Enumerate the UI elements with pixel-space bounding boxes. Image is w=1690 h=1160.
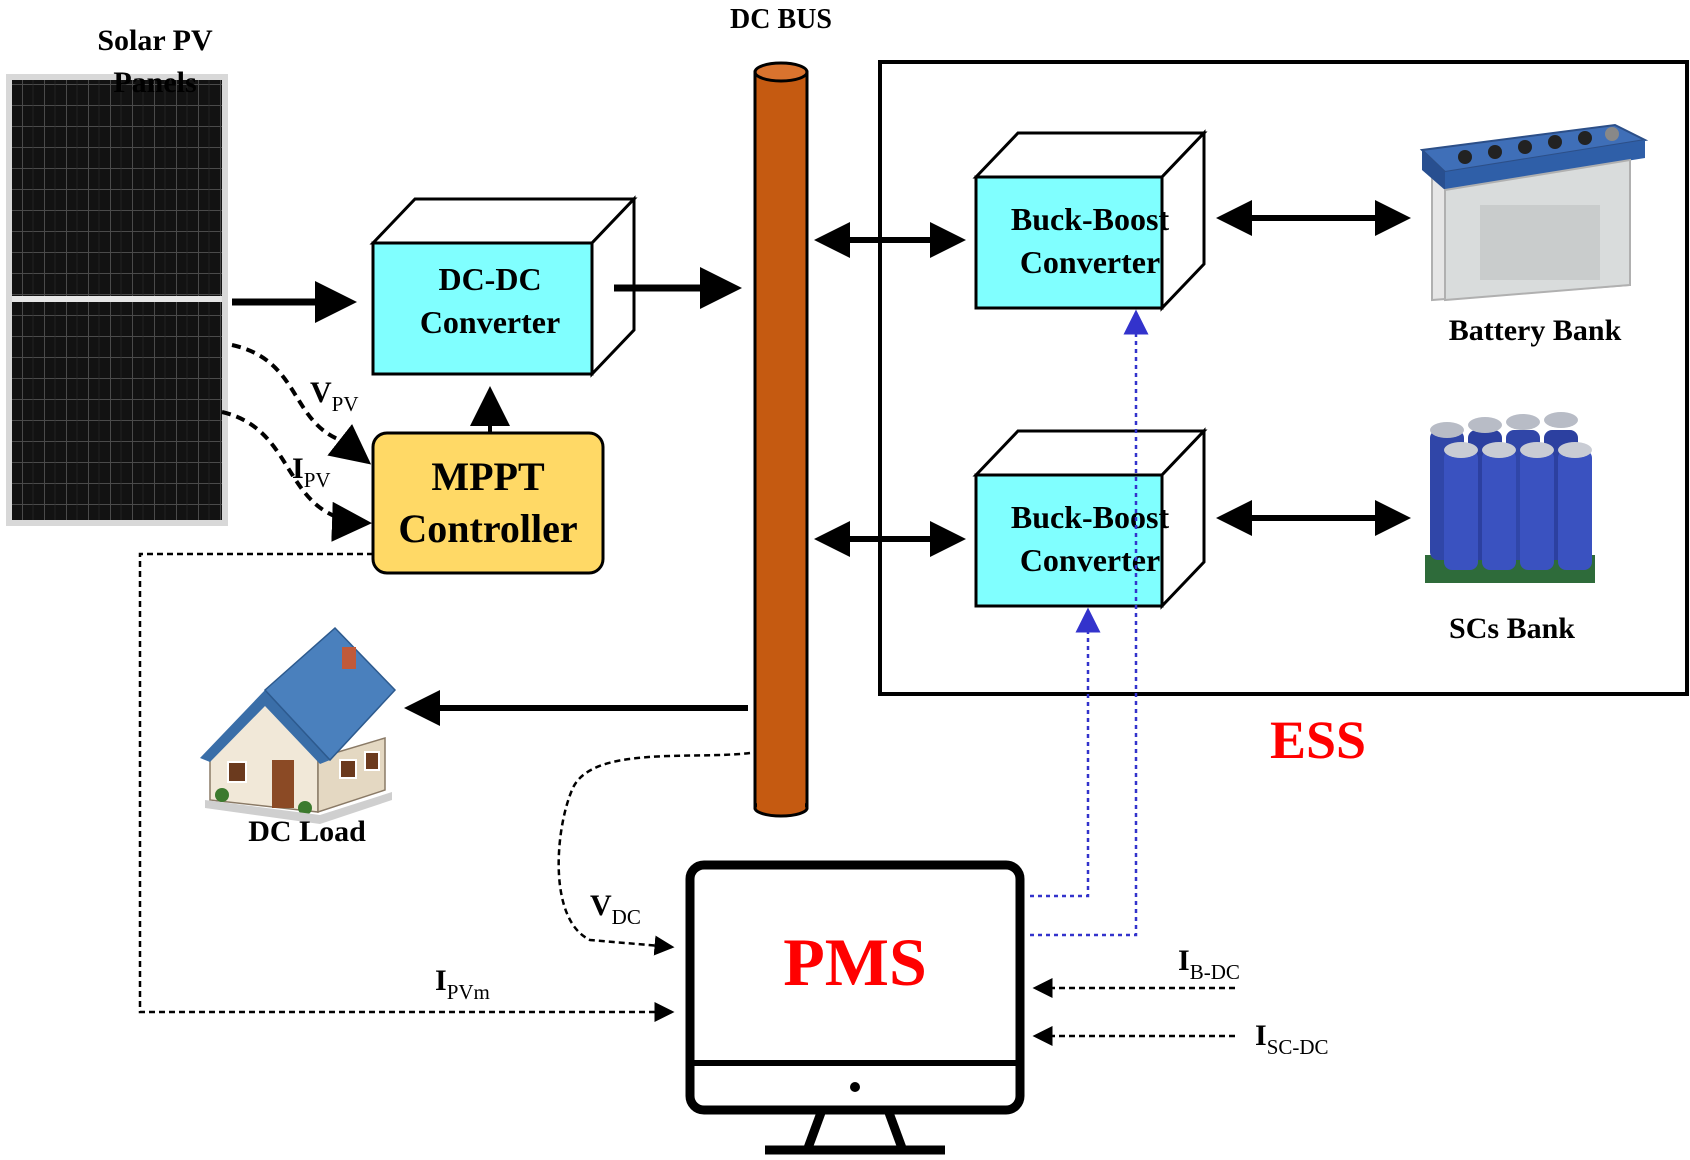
mppt-controller-box xyxy=(371,431,605,575)
pms-to-bb2-control-line xyxy=(1030,607,1101,898)
scs-label: SCs Bank xyxy=(1449,612,1575,645)
pms-to-bb1-control-line xyxy=(1030,309,1149,937)
ipvm-signal-line xyxy=(138,552,675,1022)
bb2-label-line2: Converter xyxy=(1020,542,1160,578)
scs-bank-image xyxy=(1425,412,1595,583)
bb2-label-line1: Buck-Boost xyxy=(1011,499,1170,535)
ess-label: ESS xyxy=(1270,710,1366,770)
vpv-signal-line xyxy=(231,343,372,465)
bb1-label-line2: Converter xyxy=(1020,244,1160,280)
dcdc-label-line2: Converter xyxy=(420,304,560,340)
pms-monitor xyxy=(685,860,1025,1155)
vdc-label: VDC xyxy=(590,889,641,929)
ibdc-label: IB-DC xyxy=(1178,944,1240,984)
mppt-label-line1: MPPT xyxy=(431,454,545,499)
dc-bus-cylinder xyxy=(753,61,809,818)
battery-bank-image xyxy=(1419,123,1649,302)
solar-pv-panel-image xyxy=(6,74,228,526)
bb1-label-line1: Buck-Boost xyxy=(1011,201,1170,237)
ess-frame xyxy=(878,60,1689,696)
buck-boost-converter-1-box xyxy=(972,129,1208,312)
buck-boost-converter-2-box xyxy=(972,427,1208,610)
house-image xyxy=(200,626,397,824)
ipv-signal-line xyxy=(221,410,372,542)
ipvm-label: IPVm xyxy=(435,964,490,1004)
solar-label-line2: Panels xyxy=(113,66,196,99)
iscdc-label: ISC-DC xyxy=(1255,1019,1329,1059)
solar-label-line1: Solar PV xyxy=(97,24,213,57)
mppt-label-line2: Controller xyxy=(398,506,577,551)
dc-load-label: DC Load xyxy=(248,815,366,848)
pms-label: PMS xyxy=(783,924,927,1000)
vpv-label: VPV xyxy=(310,376,359,416)
dc-bus-label: DC BUS xyxy=(730,4,832,35)
dcdc-label-line1: DC-DC xyxy=(438,261,541,297)
vdc-signal-line xyxy=(557,751,751,956)
ipv-label: IPV xyxy=(292,452,331,492)
dcdc-converter-box xyxy=(369,195,638,378)
battery-label: Battery Bank xyxy=(1449,314,1622,347)
